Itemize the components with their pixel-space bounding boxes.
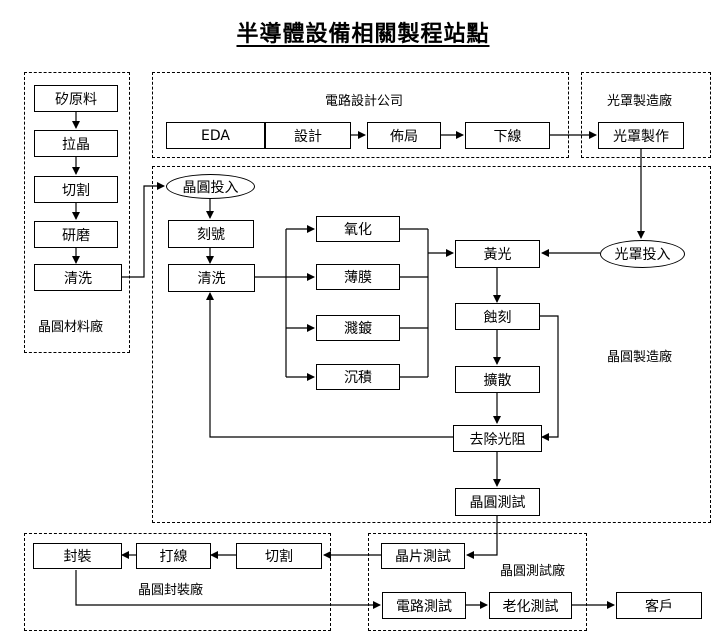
step-dicing: 切割 xyxy=(236,543,322,569)
zone-circuit-design xyxy=(152,72,569,158)
step-fab-clean: 清洗 xyxy=(168,264,255,292)
step-oxidation: 氧化 xyxy=(316,216,400,242)
step-chip-test: 晶片測試 xyxy=(381,543,465,569)
step-material-clean: 清洗 xyxy=(34,264,122,291)
step-thin-film: 薄膜 xyxy=(316,264,400,290)
customer-box: 客戶 xyxy=(616,592,702,619)
zone-wafer-fab xyxy=(152,166,711,523)
step-lithography: 黃光 xyxy=(455,240,540,268)
step-tape-out: 下線 xyxy=(465,122,550,149)
step-sputtering: 濺鍍 xyxy=(316,315,400,341)
step-design: 設計 xyxy=(265,122,351,149)
step-etch: 蝕刻 xyxy=(455,303,540,330)
step-circuit-test: 電路測試 xyxy=(382,592,466,619)
step-wafer-probe: 晶圓測試 xyxy=(455,488,540,516)
zone-packaging xyxy=(24,533,331,631)
step-grinding: 研磨 xyxy=(34,221,118,248)
step-eda: EDA xyxy=(166,122,265,149)
step-layout: 佈局 xyxy=(367,122,441,149)
step-crystal-pulling: 拉晶 xyxy=(34,130,118,157)
step-deposition: 沉積 xyxy=(316,364,400,390)
step-photoresist-removal: 去除光阻 xyxy=(453,425,542,452)
zone-wafer-test xyxy=(368,533,587,631)
step-encapsulation: 封裝 xyxy=(33,543,122,569)
zone-label-wafer-test: 晶圓測試廠 xyxy=(500,564,566,579)
page-title: 半導體設備相關製程站點 xyxy=(236,21,490,47)
step-burn-in: 老化測試 xyxy=(489,592,572,619)
step-marking: 刻號 xyxy=(168,220,254,248)
zone-wafer-material xyxy=(24,72,130,353)
zone-label-packaging: 晶圓封裝廠 xyxy=(138,583,204,598)
step-diffusion: 擴散 xyxy=(455,366,540,393)
step-silicon-raw: 矽原料 xyxy=(34,85,118,112)
step-mask-making: 光罩製作 xyxy=(598,122,684,149)
step-mask-input: 光罩投入 xyxy=(600,240,685,268)
zone-label-wafer-fab: 晶圓製造廠 xyxy=(607,350,673,365)
zone-label-photomask: 光罩製造廠 xyxy=(607,94,673,109)
zone-label-circuit-design: 電路設計公司 xyxy=(325,94,404,109)
step-slicing: 切割 xyxy=(34,176,118,203)
step-wire-bond: 打線 xyxy=(136,543,211,569)
zone-photomask xyxy=(581,72,711,158)
step-wafer-input: 晶圓投入 xyxy=(166,174,255,199)
zone-label-wafer-material: 晶圓材料廠 xyxy=(38,320,104,335)
